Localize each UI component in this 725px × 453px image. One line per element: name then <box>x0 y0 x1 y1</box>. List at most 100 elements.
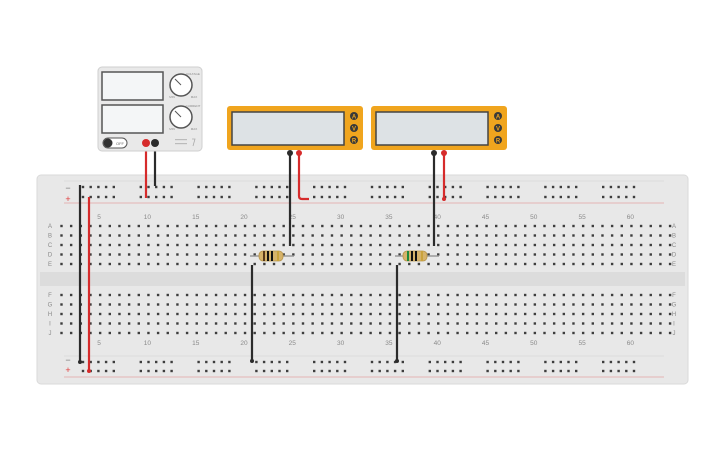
breadboard-hole[interactable] <box>262 195 266 199</box>
breadboard-hole[interactable] <box>659 224 662 228</box>
breadboard-hole[interactable] <box>313 195 316 199</box>
breadboard-hole[interactable] <box>572 224 575 228</box>
breadboard-hole[interactable] <box>475 234 479 237</box>
breadboard-hole[interactable] <box>559 369 562 373</box>
breadboard-hole[interactable] <box>601 312 604 316</box>
breadboard-hole[interactable] <box>205 369 208 373</box>
breadboard-hole[interactable] <box>408 234 411 237</box>
breadboard-hole[interactable] <box>551 195 555 199</box>
breadboard-hole[interactable] <box>185 262 189 266</box>
breadboard-hole[interactable] <box>156 322 160 325</box>
breadboard-hole[interactable] <box>243 293 247 297</box>
breadboard-hole[interactable] <box>495 312 498 316</box>
breadboard-hole[interactable] <box>282 322 285 325</box>
breadboard-hole[interactable] <box>321 253 324 256</box>
breadboard-hole[interactable] <box>369 243 372 247</box>
breadboard-hole[interactable] <box>444 195 447 199</box>
breadboard-hole[interactable] <box>620 331 623 335</box>
breadboard-hole[interactable] <box>321 312 324 316</box>
breadboard-hole[interactable] <box>581 322 585 325</box>
breadboard-hole[interactable] <box>610 293 614 297</box>
breadboard-hole[interactable] <box>137 312 140 316</box>
breadboard-hole[interactable] <box>234 253 237 256</box>
breadboard-hole[interactable] <box>514 331 517 335</box>
breadboard-hole[interactable] <box>610 262 614 266</box>
breadboard-hole[interactable] <box>166 253 169 256</box>
breadboard-hole[interactable] <box>98 312 102 316</box>
breadboard-hole[interactable] <box>379 322 382 325</box>
breadboard-hole[interactable] <box>108 322 111 325</box>
breadboard-hole[interactable] <box>485 312 488 316</box>
breadboard-hole[interactable] <box>155 369 158 373</box>
breadboard-hole[interactable] <box>428 360 431 364</box>
breadboard-hole[interactable] <box>620 234 623 237</box>
breadboard-hole[interactable] <box>212 185 216 189</box>
breadboard-hole[interactable] <box>176 243 179 247</box>
breadboard-hole[interactable] <box>228 185 231 189</box>
breadboard-hole[interactable] <box>195 293 198 297</box>
breadboard-hole[interactable] <box>379 303 382 306</box>
breadboard-hole[interactable] <box>253 253 256 256</box>
breadboard-hole[interactable] <box>552 303 556 306</box>
breadboard-hole[interactable] <box>234 303 237 306</box>
breadboard-hole[interactable] <box>220 360 223 364</box>
breadboard-hole[interactable] <box>668 234 672 237</box>
breadboard-hole[interactable] <box>253 331 256 335</box>
breadboard-hole[interactable] <box>543 312 546 316</box>
breadboard-hole[interactable] <box>262 185 266 189</box>
breadboard-hole[interactable] <box>155 360 158 364</box>
breadboard-hole[interactable] <box>610 243 614 247</box>
breadboard-hole[interactable] <box>378 185 381 189</box>
breadboard-hole[interactable] <box>417 243 421 247</box>
breadboard-hole[interactable] <box>176 234 179 237</box>
breadboard-hole[interactable] <box>388 331 392 335</box>
breadboard-hole[interactable] <box>234 224 237 228</box>
breadboard-hole[interactable] <box>350 243 353 247</box>
breadboard-hole[interactable] <box>321 262 324 266</box>
breadboard-hole[interactable] <box>575 360 578 364</box>
breadboard-hole[interactable] <box>659 312 662 316</box>
breadboard-hole[interactable] <box>112 360 115 364</box>
breadboard-hole[interactable] <box>311 262 314 266</box>
breadboard-hole[interactable] <box>398 312 401 316</box>
breadboard-hole[interactable] <box>214 253 218 256</box>
breadboard-hole[interactable] <box>369 262 372 266</box>
breadboard-hole[interactable] <box>282 253 285 256</box>
breadboard-hole[interactable] <box>456 312 459 316</box>
breadboard-hole[interactable] <box>205 360 208 364</box>
breadboard-hole[interactable] <box>185 234 189 237</box>
breadboard-hole[interactable] <box>398 331 401 335</box>
breadboard-hole[interactable] <box>398 322 401 325</box>
breadboard-hole[interactable] <box>649 234 652 237</box>
breadboard-hole[interactable] <box>533 322 537 325</box>
breadboard-hole[interactable] <box>301 303 305 306</box>
breadboard-hole[interactable] <box>166 322 169 325</box>
power-supply[interactable]: VOLTAGE CURRENT MIN MAX MIN MAX OFF <box>97 66 203 152</box>
breadboard-hole[interactable] <box>562 253 566 256</box>
breadboard-hole[interactable] <box>282 234 285 237</box>
breadboard-hole[interactable] <box>272 234 276 237</box>
breadboard-hole[interactable] <box>398 224 401 228</box>
breadboard-hole[interactable] <box>286 369 289 373</box>
breadboard-hole[interactable] <box>446 312 450 316</box>
breadboard-hole[interactable] <box>212 360 216 364</box>
breadboard-hole[interactable] <box>388 224 392 228</box>
breadboard-hole[interactable] <box>69 224 73 228</box>
breadboard-hole[interactable] <box>459 369 462 373</box>
breadboard-hole[interactable] <box>475 293 479 297</box>
breadboard-hole[interactable] <box>369 312 372 316</box>
breadboard-hole[interactable] <box>60 253 63 256</box>
breadboard-hole[interactable] <box>649 243 652 247</box>
breadboard-hole[interactable] <box>388 262 392 266</box>
breadboard-hole[interactable] <box>205 293 208 297</box>
breadboard-hole[interactable] <box>601 224 604 228</box>
breadboard-hole[interactable] <box>282 331 285 335</box>
breadboard-hole[interactable] <box>320 369 324 373</box>
breadboard-hole[interactable] <box>495 224 498 228</box>
breadboard-hole[interactable] <box>234 322 237 325</box>
breadboard-hole[interactable] <box>253 234 256 237</box>
breadboard-hole[interactable] <box>668 253 672 256</box>
wires[interactable] <box>78 144 446 373</box>
breadboard-hole[interactable] <box>456 243 459 247</box>
breadboard-hole[interactable] <box>523 293 527 297</box>
